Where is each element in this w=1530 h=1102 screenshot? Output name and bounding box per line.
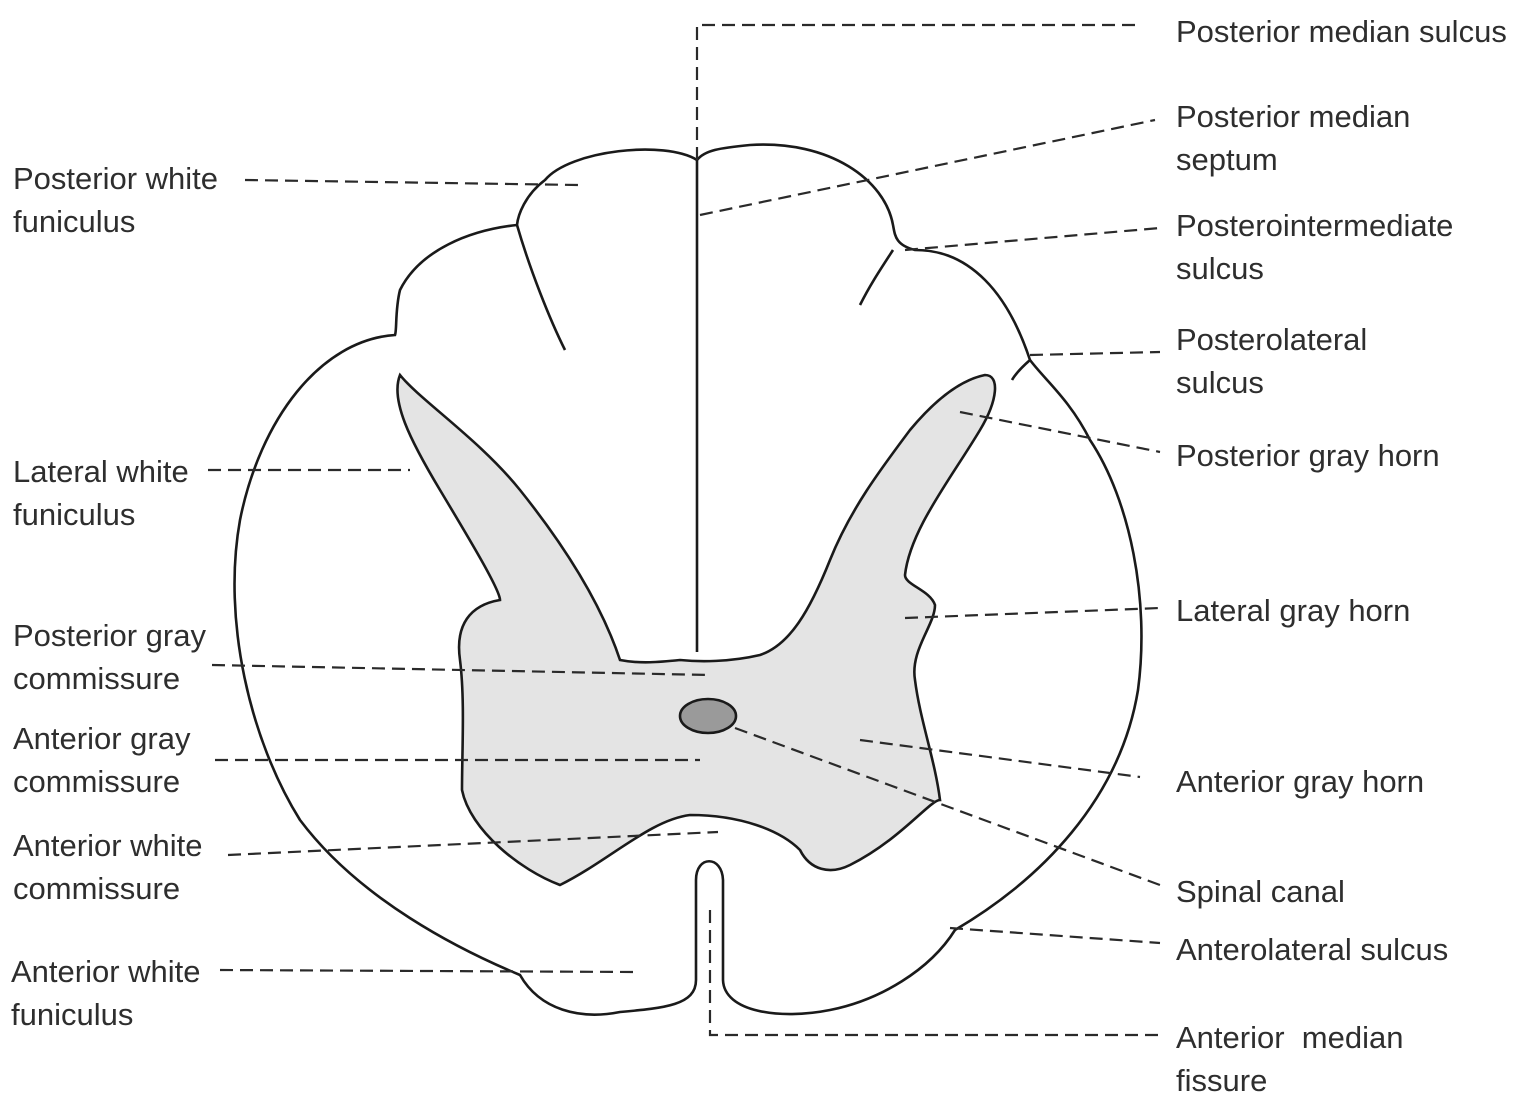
label-line: funiculus xyxy=(13,200,218,243)
leader-posterolateral-sulcus xyxy=(1030,352,1160,355)
label-line: commissure xyxy=(13,760,190,803)
label-line: commissure xyxy=(13,867,203,910)
label-line: Anterolateral sulcus xyxy=(1176,928,1448,971)
label-posterolateral-sulcus: Posterolateral sulcus xyxy=(1176,318,1367,404)
label-anterior-gray-horn: Anterior gray horn xyxy=(1176,760,1424,803)
label-line: Anterior gray horn xyxy=(1176,760,1424,803)
label-line: Posterior median sulcus xyxy=(1176,10,1507,53)
label-posterointermediate-sulcus: Posterointermediate sulcus xyxy=(1176,204,1453,290)
label-anterior-median-fissure: Anterior median fissure xyxy=(1176,1016,1403,1102)
label-line: sulcus xyxy=(1176,247,1453,290)
label-posterior-gray-horn: Posterior gray horn xyxy=(1176,434,1440,477)
label-line: Lateral gray horn xyxy=(1176,589,1410,632)
spinal-canal-shape xyxy=(680,699,736,733)
label-line: Spinal canal xyxy=(1176,870,1345,913)
label-anterior-white-commissure: Anterior white commissure xyxy=(13,824,203,910)
label-posterior-gray-commissure: Posterior gray commissure xyxy=(13,614,206,700)
label-anterior-white-funiculus: Anterior white funiculus xyxy=(11,950,201,1036)
label-line: Anterior median xyxy=(1176,1016,1403,1059)
label-line: fissure xyxy=(1176,1059,1403,1102)
label-line: Posterior white xyxy=(13,157,218,200)
label-posterior-median-sulcus: Posterior median sulcus xyxy=(1176,10,1507,53)
label-line: Anterior gray xyxy=(13,717,190,760)
label-line: Posterior gray horn xyxy=(1176,434,1440,477)
spinal-cord-outline xyxy=(235,145,1142,1015)
label-line: Posterointermediate xyxy=(1176,204,1453,247)
label-posterior-median-septum: Posterior median septum xyxy=(1176,95,1410,181)
label-line: commissure xyxy=(13,657,206,700)
label-spinal-canal: Spinal canal xyxy=(1176,870,1345,913)
label-line: septum xyxy=(1176,138,1410,181)
label-line: funiculus xyxy=(13,493,189,536)
label-line: Anterior white xyxy=(11,950,201,993)
label-line: Posterolateral xyxy=(1176,318,1367,361)
leader-posterointermediate-sulcus xyxy=(905,228,1160,250)
leader-posterior-median-sulcus xyxy=(697,25,1138,160)
label-line: Anterior white xyxy=(13,824,203,867)
label-line: Lateral white xyxy=(13,450,189,493)
label-lateral-white-funiculus: Lateral white funiculus xyxy=(13,450,189,536)
leader-anterolateral-sulcus xyxy=(950,928,1160,943)
label-lateral-gray-horn: Lateral gray horn xyxy=(1176,589,1410,632)
leader-posterior-white-funiculus xyxy=(245,180,578,185)
label-line: Posterior median xyxy=(1176,95,1410,138)
label-anterior-gray-commissure: Anterior gray commissure xyxy=(13,717,190,803)
label-anterolateral-sulcus: Anterolateral sulcus xyxy=(1176,928,1448,971)
label-line: sulcus xyxy=(1176,361,1367,404)
label-line: funiculus xyxy=(11,993,201,1036)
label-line: Posterior gray xyxy=(13,614,206,657)
label-posterior-white-funiculus: Posterior white funiculus xyxy=(13,157,218,243)
